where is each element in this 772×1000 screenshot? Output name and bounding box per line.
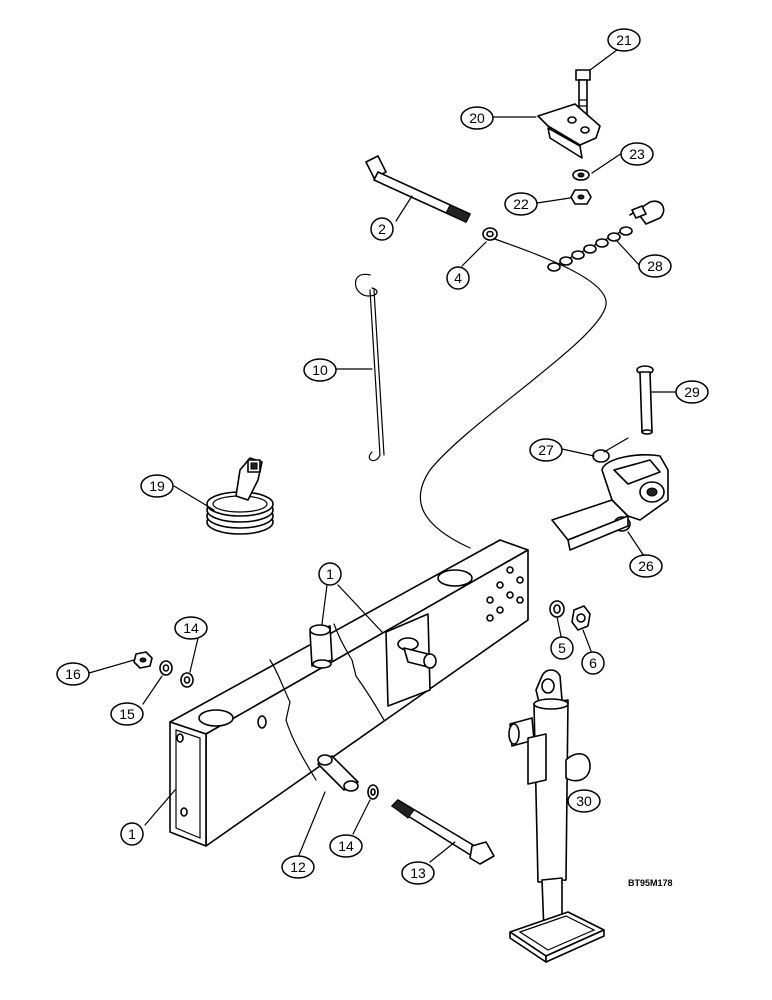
part-28-chain — [547, 200, 665, 272]
callout-label: 2 — [378, 221, 386, 237]
part-22-nut-hole — [577, 194, 585, 200]
drawing-code: BT95M178 — [628, 878, 673, 888]
callout-circle — [56, 662, 90, 686]
part-20-bracket — [537, 103, 601, 159]
callout-circle — [460, 106, 494, 130]
part-13-bolt — [391, 799, 495, 865]
callout-30: 30 — [567, 789, 601, 813]
callout-28: 28 — [638, 254, 672, 278]
callout-14: 14 — [329, 834, 363, 858]
part-14-washer-lower-hole — [370, 788, 376, 796]
callout-1: 1 — [120, 822, 144, 846]
callout-4: 4 — [446, 266, 470, 290]
part-10-hitch-pin — [354, 273, 385, 462]
callout-label: 5 — [558, 640, 566, 656]
callout-12: 12 — [281, 855, 315, 879]
part-1-drawbar-tube — [169, 539, 529, 847]
callout-label: 27 — [538, 442, 554, 458]
callout-circle — [638, 254, 672, 278]
part-14-washer-upper-hole — [183, 676, 191, 684]
callout-6: 6 — [581, 651, 605, 675]
callout-label: 1 — [326, 566, 334, 582]
part-6-nut-hole — [576, 613, 586, 623]
part-23-washer-hole — [577, 172, 585, 178]
part-15-washer-hole — [162, 664, 170, 672]
callout-label: 22 — [513, 196, 529, 212]
callout-circle — [174, 616, 208, 640]
callout-20: 20 — [460, 106, 494, 130]
callout-2: 2 — [370, 217, 394, 241]
part-5-washer-hole — [553, 604, 561, 614]
callout-circle — [529, 438, 563, 462]
part-4-washer-hole — [486, 230, 494, 238]
callout-circle — [401, 861, 435, 885]
part-27-clip — [592, 437, 629, 463]
callout-circle — [446, 266, 470, 290]
callout-circle — [303, 358, 337, 382]
leader-lines — [88, 46, 677, 863]
callout-13: 13 — [401, 861, 435, 885]
callout-label: 6 — [589, 655, 597, 671]
callout-label: 30 — [576, 793, 592, 809]
callout-22: 22 — [504, 192, 538, 216]
part-2-long-bolt — [365, 155, 471, 223]
callout-label: 21 — [616, 32, 632, 48]
part-29-pin — [636, 365, 654, 435]
callout-circle — [675, 380, 709, 404]
part-19-coiled-harness — [206, 457, 274, 535]
callout-26: 26 — [629, 554, 663, 578]
callout-circle — [607, 28, 641, 52]
callout-label: 29 — [684, 384, 700, 400]
callout-circle — [281, 855, 315, 879]
callout-label: 13 — [410, 865, 426, 881]
callout-circle — [370, 217, 394, 241]
callout-circle — [318, 562, 342, 586]
callout-circle — [504, 192, 538, 216]
callout-label: 26 — [638, 558, 654, 574]
callout-circle — [140, 474, 174, 498]
callout-label: 19 — [149, 478, 165, 494]
callout-label: 10 — [312, 362, 328, 378]
routing-line — [419, 237, 607, 549]
callout-label: 12 — [290, 859, 306, 875]
callout-label: 14 — [338, 838, 354, 854]
callout-29: 29 — [675, 380, 709, 404]
callout-14: 14 — [174, 616, 208, 640]
callout-circle — [120, 822, 144, 846]
callout-circle — [550, 636, 574, 660]
callout-16: 16 — [56, 662, 90, 686]
callout-label: 1 — [128, 826, 136, 842]
callout-circle — [581, 651, 605, 675]
callout-10: 10 — [303, 358, 337, 382]
callout-circle — [567, 789, 601, 813]
callout-label: 23 — [629, 146, 645, 162]
part-16-nut-hole — [139, 657, 147, 663]
callout-circle — [620, 142, 654, 166]
callout-label: 15 — [119, 706, 135, 722]
callout-circle — [329, 834, 363, 858]
callout-21: 21 — [607, 28, 641, 52]
callout-label: 4 — [454, 270, 462, 286]
callout-circle — [629, 554, 663, 578]
part-26-clevis-hitch — [551, 453, 669, 551]
callout-15: 15 — [110, 702, 144, 726]
callout-27: 27 — [529, 438, 563, 462]
callout-label: 20 — [469, 110, 485, 126]
callout-19: 19 — [140, 474, 174, 498]
callout-label: 16 — [65, 666, 81, 682]
part-12-sleeve — [317, 754, 359, 792]
callout-23: 23 — [620, 142, 654, 166]
part-30-jack-stand — [508, 669, 605, 963]
callout-circle — [110, 702, 144, 726]
callout-5: 5 — [550, 636, 574, 660]
callout-label: 28 — [647, 258, 663, 274]
callout-1: 1 — [318, 562, 342, 586]
callout-label: 14 — [183, 620, 199, 636]
